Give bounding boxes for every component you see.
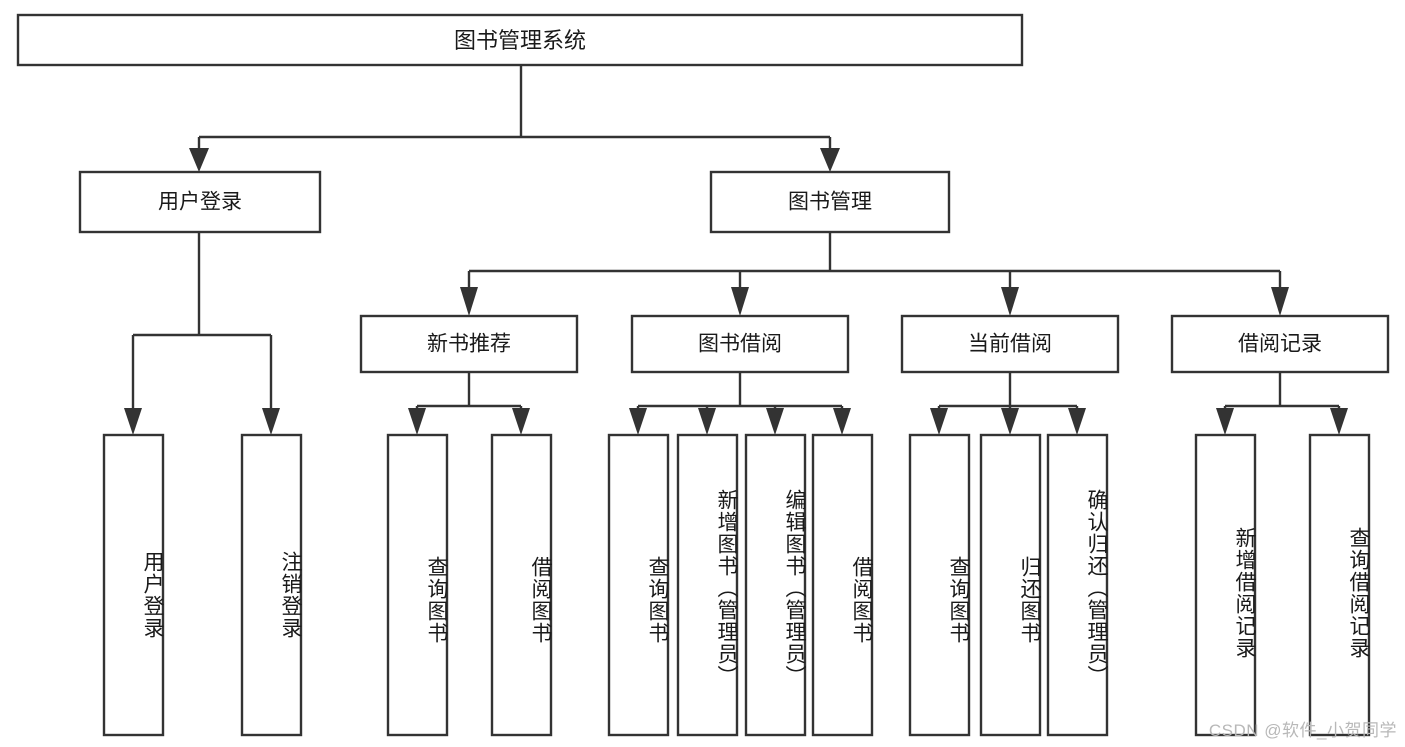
node-current-borrow[interactable]: 当前借阅 bbox=[900, 314, 1120, 374]
arrow-borrow-leaf3 bbox=[766, 408, 784, 435]
arrow-borrow-leaf1 bbox=[629, 408, 647, 435]
leaf-box-borrow-book-new[interactable] bbox=[490, 433, 553, 737]
leaf-box-query-book-new[interactable] bbox=[386, 433, 449, 737]
node-book-borrow[interactable]: 图书借阅 bbox=[630, 314, 850, 374]
leaf-box-query-borrow-record[interactable] bbox=[1308, 433, 1371, 737]
connector-group-bookmgmt bbox=[460, 232, 1289, 316]
node-user-login-label: 用户登录 bbox=[158, 191, 242, 214]
arrow-bm-borrow bbox=[731, 287, 749, 316]
arrow-newbook-leaf1 bbox=[408, 408, 426, 435]
leaf-box-return-book[interactable] bbox=[979, 433, 1042, 737]
arrow-login-leaf2 bbox=[262, 408, 280, 435]
leaf-box-borrow-book[interactable] bbox=[811, 433, 874, 737]
connector-group-newbook bbox=[408, 372, 530, 435]
leaf-box-logout[interactable] bbox=[240, 433, 303, 737]
leaf-box-query-book-current[interactable] bbox=[908, 433, 971, 737]
leaf-boxes bbox=[102, 433, 1371, 737]
connector-group-root bbox=[189, 65, 840, 172]
node-book-management-box[interactable] bbox=[709, 170, 951, 234]
arrow-borrow-leaf4 bbox=[833, 408, 851, 435]
node-user-login[interactable]: 用户登录 bbox=[78, 170, 322, 234]
watermark-text: CSDN @软件_小贺同学 bbox=[1208, 721, 1397, 740]
leaf-box-confirm-return-admin[interactable] bbox=[1046, 433, 1109, 737]
leaf-box-add-borrow-record[interactable] bbox=[1194, 433, 1257, 737]
arrow-current-leaf3 bbox=[1068, 408, 1086, 435]
connector-group-login bbox=[124, 232, 280, 435]
connector-group-records bbox=[1216, 372, 1348, 435]
node-book-borrow-label: 图书借阅 bbox=[698, 333, 782, 356]
arrow-root-to-bookmgmt bbox=[820, 148, 840, 172]
node-current-borrow-box[interactable] bbox=[900, 314, 1120, 374]
arrow-bm-newbook bbox=[460, 287, 478, 316]
node-book-management[interactable]: 图书管理 bbox=[709, 170, 951, 234]
node-borrow-records[interactable]: 借阅记录 bbox=[1170, 314, 1390, 374]
node-borrow-records-label: 借阅记录 bbox=[1238, 333, 1322, 356]
arrow-records-leaf1 bbox=[1216, 408, 1234, 435]
node-user-login-box[interactable] bbox=[78, 170, 322, 234]
node-borrow-records-box[interactable] bbox=[1170, 314, 1390, 374]
arrow-login-leaf1 bbox=[124, 408, 142, 435]
arrow-current-leaf2 bbox=[1001, 408, 1019, 435]
connector-group-current bbox=[930, 372, 1086, 435]
node-new-book-recommend[interactable]: 新书推荐 bbox=[359, 314, 579, 374]
node-new-book-recommend-box[interactable] bbox=[359, 314, 579, 374]
node-new-book-recommend-label: 新书推荐 bbox=[427, 333, 511, 356]
node-root[interactable]: 图书管理系统 bbox=[16, 13, 1024, 67]
node-root-label: 图书管理系统 bbox=[454, 28, 586, 53]
node-book-borrow-box[interactable] bbox=[630, 314, 850, 374]
leaf-box-add-book-admin[interactable] bbox=[676, 433, 739, 737]
connector-group-borrow bbox=[629, 372, 851, 435]
arrow-bm-current bbox=[1001, 287, 1019, 316]
leaf-box-query-book-borrow[interactable] bbox=[607, 433, 670, 737]
arrow-records-leaf2 bbox=[1330, 408, 1348, 435]
arrow-newbook-leaf2 bbox=[512, 408, 530, 435]
arrow-root-to-login bbox=[189, 148, 209, 172]
leaf-box-edit-book-admin[interactable] bbox=[744, 433, 807, 737]
node-root-box[interactable] bbox=[16, 13, 1024, 67]
node-current-borrow-label: 当前借阅 bbox=[968, 333, 1052, 356]
arrow-current-leaf1 bbox=[930, 408, 948, 435]
leaf-box-user-login[interactable] bbox=[102, 433, 165, 737]
arrow-borrow-leaf2 bbox=[698, 408, 716, 435]
arrow-bm-records bbox=[1271, 287, 1289, 316]
node-book-management-label: 图书管理 bbox=[788, 191, 872, 214]
